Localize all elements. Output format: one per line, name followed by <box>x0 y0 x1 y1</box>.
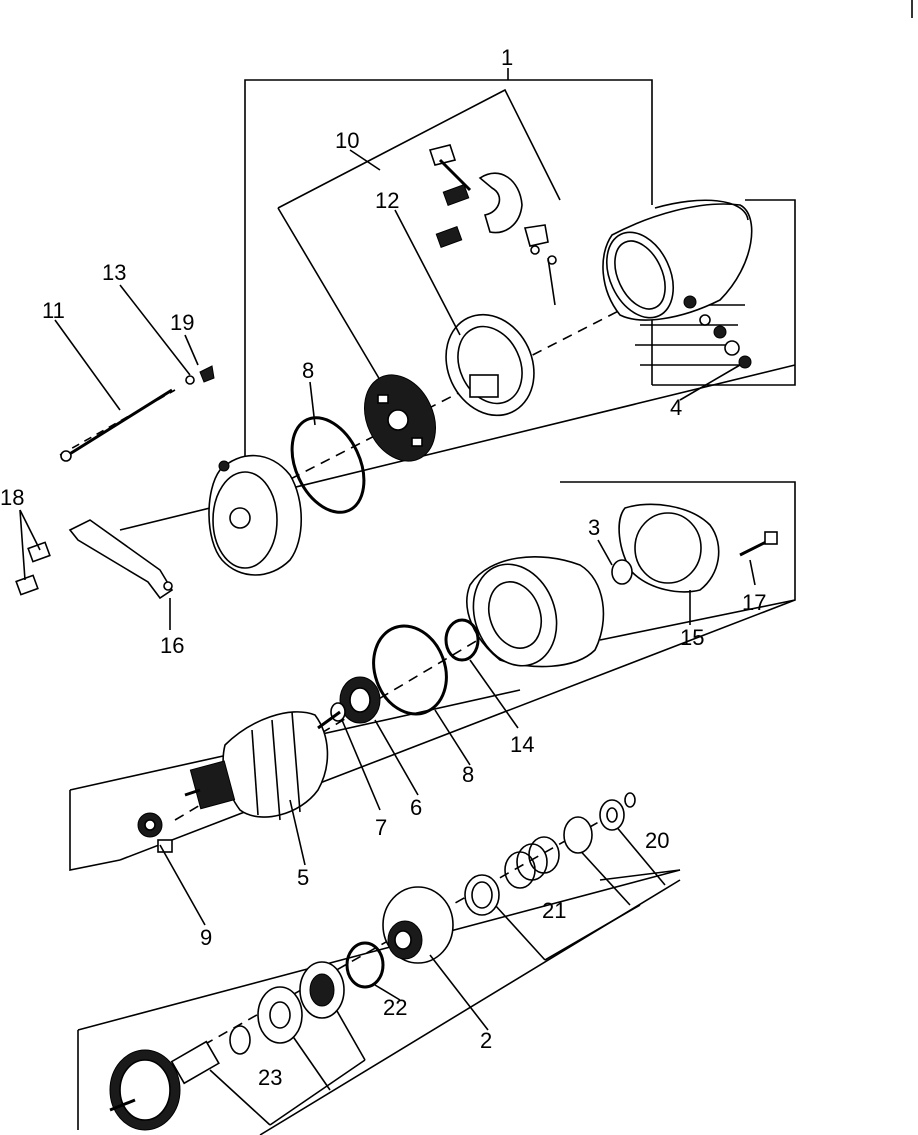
leader-lines <box>19 149 756 1031</box>
bolt-17 <box>739 531 778 557</box>
callout-2: 2 <box>480 1028 492 1053</box>
bushing-9 <box>137 812 173 853</box>
washer <box>611 559 633 585</box>
end-cover <box>208 454 303 576</box>
callout-11: 11 <box>42 298 65 323</box>
callout-8-top: 8 <box>302 358 314 383</box>
pinion-gear <box>382 886 454 964</box>
brush-ring <box>445 313 535 417</box>
through-bolt <box>60 388 173 462</box>
brush-plate <box>364 374 436 462</box>
callout-15: 15 <box>680 625 704 650</box>
callout-8-mid: 8 <box>462 762 474 787</box>
small-parts-13-19 <box>185 365 215 385</box>
drive-shaft <box>109 1040 220 1131</box>
callout-18: 18 <box>0 485 24 510</box>
callout-19: 19 <box>170 310 194 335</box>
bearing <box>339 676 381 724</box>
callout-20: 20 <box>645 828 669 853</box>
o-ring-top <box>290 416 366 514</box>
callout-4: 4 <box>670 395 682 420</box>
drive-housing <box>466 556 605 668</box>
field-housing <box>602 199 753 369</box>
callout-13: 13 <box>102 260 126 285</box>
callout-9: 9 <box>200 925 212 950</box>
callout-5: 5 <box>297 865 309 890</box>
callout-23: 23 <box>258 1065 282 1090</box>
callout-6: 6 <box>410 795 422 820</box>
callout-3: 3 <box>588 515 600 540</box>
callout-12: 12 <box>375 188 399 213</box>
callout-1: 1 <box>501 45 513 70</box>
callout-17: 17 <box>742 590 766 615</box>
clutch-plates <box>229 961 345 1055</box>
brush-holder-parts <box>428 144 557 265</box>
callout-22: 22 <box>383 995 407 1020</box>
callout-14: 14 <box>510 732 534 757</box>
callout-labels: 1 2 3 4 5 6 7 8 8 9 10 11 12 13 14 15 16… <box>0 45 766 1090</box>
callout-16: 16 <box>160 633 184 658</box>
callout-21: 21 <box>542 898 566 923</box>
callout-7: 7 <box>375 815 387 840</box>
gasket <box>618 503 720 593</box>
spring-stack <box>464 792 636 916</box>
armature <box>184 710 341 821</box>
o-ring-mid <box>372 624 448 716</box>
o-ring-14 <box>444 618 480 662</box>
callout-10: 10 <box>335 128 359 153</box>
ring-22 <box>345 941 385 989</box>
mount-bracket <box>15 519 174 600</box>
